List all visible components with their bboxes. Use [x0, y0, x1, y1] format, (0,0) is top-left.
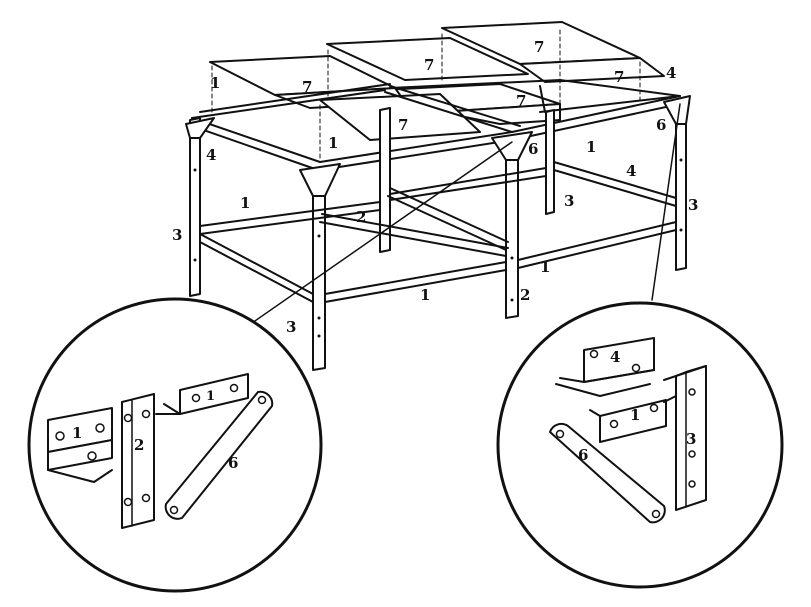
gusset: [299, 163, 341, 197]
shelf-panel: [326, 37, 529, 81]
top-frame: [191, 79, 681, 171]
label-short-rail: 4: [206, 146, 216, 164]
detail-right-brace-label: 6: [578, 446, 588, 464]
detail-circle-right: [496, 301, 784, 589]
label-leg: 3: [564, 192, 574, 210]
label-shelf: 7: [398, 116, 408, 134]
lower-frame: [199, 161, 677, 303]
detail-right-rail-mid-label: 1: [630, 406, 640, 424]
leg: [545, 109, 555, 215]
label-mid-rail: 2: [356, 208, 366, 226]
label-long-rail: 1: [540, 258, 550, 276]
detail-right-post-label: 3: [686, 430, 696, 448]
label-mid-rail: 2: [520, 286, 530, 304]
label-long-rail: 1: [328, 134, 338, 152]
gusset: [663, 95, 691, 125]
shelf-panel: [519, 57, 665, 83]
detail-left-brace-label: 6: [228, 454, 238, 472]
label-shelf: 7: [534, 38, 544, 56]
label-long-rail: 1: [420, 286, 430, 304]
detail-labels: 1 1 2 6 4 1 3 6: [72, 348, 696, 472]
label-shelf: 7: [302, 78, 312, 96]
label-shelf: 7: [424, 56, 434, 74]
callout-line-left: [241, 141, 513, 331]
label-leg: 3: [286, 318, 296, 336]
shelf-panel: [439, 103, 561, 125]
label-long-rail: 1: [586, 138, 596, 156]
leg: [189, 117, 201, 297]
detail-circle-left: [27, 297, 323, 593]
callout-line-right: [651, 103, 681, 301]
shelf-panels: [209, 21, 665, 161]
label-leg: 3: [172, 226, 182, 244]
label-shelf: 7: [614, 68, 624, 86]
detail-left-rail-top-label: 1: [206, 389, 215, 404]
detail-right-rail-top-label: 4: [610, 348, 620, 366]
legs: [189, 97, 687, 371]
detail-left-post-label: 2: [134, 436, 144, 454]
gussets: [185, 95, 691, 197]
label-long-rail: 1: [240, 194, 250, 212]
part-labels: 7 7 7 7 7 7 4 1 1 1 6 6 4 4 1 2 3 3 3 1 …: [172, 38, 698, 336]
label-short-rail: 4: [666, 64, 676, 82]
label-leg: 3: [688, 196, 698, 214]
gusset: [491, 131, 533, 161]
label-shelf: 7: [516, 92, 526, 110]
detail-left-rail-label: 1: [72, 424, 82, 442]
label-brace: 6: [528, 140, 538, 158]
gusset: [185, 117, 215, 139]
leg: [379, 107, 391, 253]
label-short-rail: 4: [626, 162, 636, 180]
label-long-rail: 1: [210, 74, 220, 92]
label-brace: 6: [656, 116, 666, 134]
